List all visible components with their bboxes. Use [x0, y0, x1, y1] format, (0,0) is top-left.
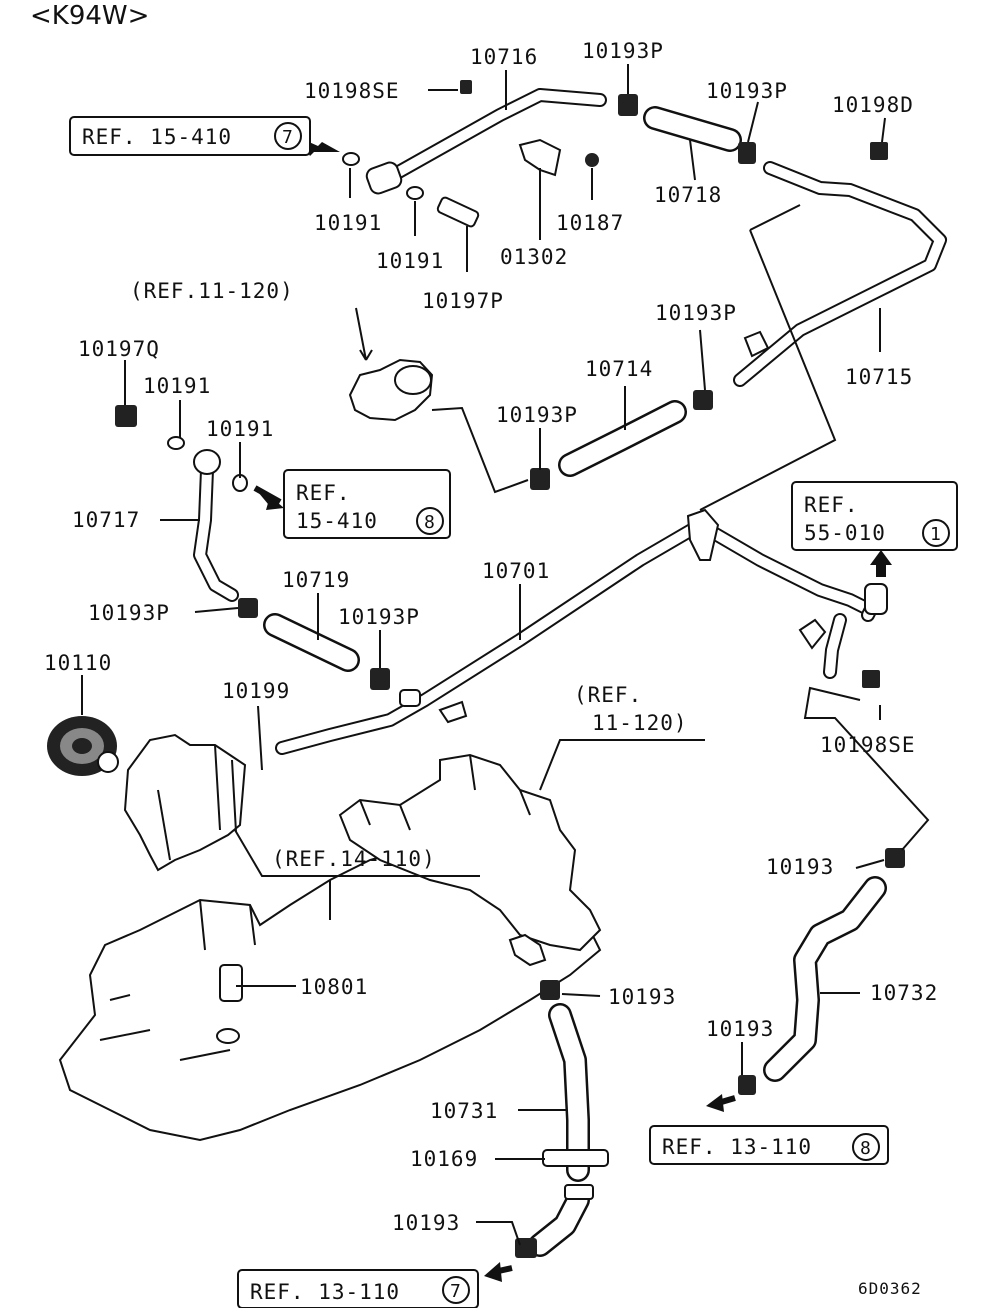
part-label-10193p-left: 10193P	[496, 403, 578, 427]
part-label-10701: 10701	[482, 559, 550, 583]
water-outlet-fitting	[348, 358, 434, 422]
thermostat-housing	[123, 733, 247, 872]
ref-box-text: REF. 13-110	[662, 1135, 812, 1159]
ref-box-15-410-7: REF. 15-410 7	[69, 116, 311, 156]
pipe-10715	[733, 161, 947, 387]
part-label-10715: 10715	[845, 365, 913, 389]
ref-box-number: 7	[450, 1281, 461, 1302]
part-label-10193p-lowerleft: 10193P	[88, 601, 170, 625]
ref-label-14-110: (REF.14-110)	[272, 847, 436, 871]
part-label-10187: 10187	[556, 211, 624, 235]
bolts-and-washers	[115, 80, 888, 1200]
ref-box-13-110-8: REF. 13-110 8	[649, 1125, 889, 1165]
part-label-10193p-topright: 10193P	[706, 79, 788, 103]
part-label-10193-bottom: 10193	[392, 1211, 460, 1235]
part-label-10717: 10717	[72, 508, 140, 532]
pipe-10716	[381, 88, 607, 185]
part-label-10198d: 10198D	[832, 93, 914, 117]
ref-box-text-line1: REF.	[804, 493, 859, 517]
hose-10719	[263, 613, 360, 672]
ref-label-11-120-b-line2: 11-120)	[592, 711, 688, 735]
ref-box-number: 7	[282, 127, 293, 148]
part-label-10193-center: 10193	[608, 985, 676, 1009]
ref-box-number: 1	[930, 524, 941, 545]
part-labels: 10716 10193P 10198SE 10193P 10198D 10191…	[44, 39, 938, 1235]
model-code-header: <K94W>	[30, 1, 149, 31]
hose-10731	[528, 1003, 590, 1257]
part-label-10191-c: 10191	[143, 374, 211, 398]
hose-10732	[763, 876, 887, 1082]
ref-box-55-010-1: REF. 55-010 1	[791, 481, 958, 551]
part-label-10193p-mid: 10193P	[655, 301, 737, 325]
hose-10718	[643, 106, 742, 152]
part-label-10801: 10801	[300, 975, 368, 999]
part-label-10193p-top: 10193P	[582, 39, 664, 63]
ref-box-13-110-7: REF. 13-110 7	[237, 1269, 479, 1308]
figure-code: 6D0362	[858, 1279, 922, 1298]
ref-box-text: REF. 15-410	[82, 125, 232, 149]
flow-arrows	[253, 138, 892, 1282]
ref-box-number: 8	[424, 512, 435, 533]
ref-box-text-line2: 15-410	[296, 509, 378, 533]
ref-box-15-410-8: REF. 15-410 8	[283, 469, 451, 539]
part-label-10191-b: 10191	[376, 249, 444, 273]
part-label-10193p-lowerright: 10193P	[338, 605, 420, 629]
part-label-10198se-right: 10198SE	[820, 733, 916, 757]
part-label-01302: 01302	[500, 245, 568, 269]
part-label-10197q: 10197Q	[78, 337, 160, 361]
ref-box-text-line1: REF.	[296, 481, 351, 505]
part-label-10198se-top: 10198SE	[304, 79, 400, 103]
pipe-10717	[193, 449, 239, 602]
part-label-10193-right-lower: 10193	[706, 1017, 774, 1041]
part-label-10718: 10718	[654, 183, 722, 207]
hose-clamps	[238, 94, 905, 1258]
ref-label-11-120-a: (REF.11-120)	[130, 279, 294, 303]
ref-box-number: 8	[860, 1138, 871, 1159]
part-label-10714: 10714	[585, 357, 653, 381]
ref-box-text-line2: 55-010	[804, 521, 886, 545]
part-label-10193-right: 10193	[766, 855, 834, 879]
part-label-10199: 10199	[222, 679, 290, 703]
part-label-10191-d: 10191	[206, 417, 274, 441]
part-label-10731: 10731	[430, 1099, 498, 1123]
ref-box-text: REF. 13-110	[250, 1280, 400, 1304]
thermostat-10110	[47, 716, 119, 776]
leader-lines	[81, 64, 930, 1246]
pipe-10701	[275, 508, 888, 755]
part-label-10719: 10719	[282, 568, 350, 592]
part-label-10110: 10110	[44, 651, 112, 675]
part-label-10169: 10169	[410, 1147, 478, 1171]
part-label-10191-a: 10191	[314, 211, 382, 235]
part-label-10197p: 10197P	[422, 289, 504, 313]
ref-label-11-120-b-line1: (REF.	[574, 683, 642, 707]
part-label-10732: 10732	[870, 981, 938, 1005]
part-label-10716: 10716	[470, 45, 538, 69]
intake-manifold	[338, 753, 602, 967]
hose-10714	[558, 400, 687, 477]
